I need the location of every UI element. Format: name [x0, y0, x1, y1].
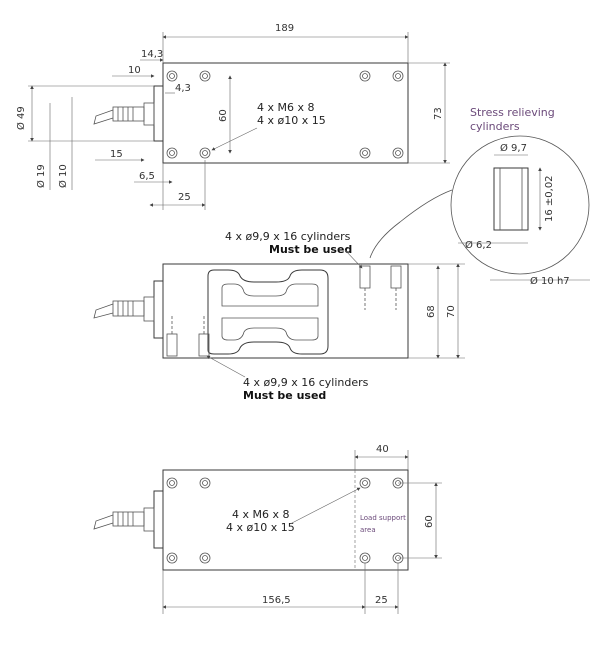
detail-dia6-2: Ø 6,2	[465, 239, 492, 251]
detail-circle	[450, 135, 590, 275]
dim-15: 15	[110, 149, 123, 160]
dim-dia10: Ø 10	[57, 164, 69, 188]
dim-length: 189	[275, 23, 294, 34]
top-view: 189 14,3 10 4,3 Ø 49 Ø 19 Ø 10 15 6,5 25…	[15, 23, 450, 210]
top-view-gland-flange	[153, 85, 164, 142]
side-view-cable	[93, 303, 114, 319]
bottom-view-cable	[93, 514, 114, 530]
bottom-view: Load support area 4 x M6 x 8 4 x ø10 x 1…	[93, 444, 442, 614]
dim-dia19: Ø 19	[35, 164, 47, 188]
load-support-line2: area	[360, 526, 376, 534]
bottom-view-gland-nut	[112, 511, 145, 527]
side-view-note-top-line2: Must be used	[269, 243, 352, 256]
dim-40: 40	[376, 444, 389, 455]
bottom-view-note-line2: 4 x ø10 x 15	[226, 521, 295, 534]
top-view-cable	[93, 109, 114, 125]
detail-cylinder	[493, 167, 529, 231]
load-support-line1: Load support	[360, 514, 406, 522]
dim-10: 10	[128, 65, 141, 76]
dim-25: 25	[178, 192, 191, 203]
top-view-note-line1: 4 x M6 x 8	[257, 101, 315, 114]
bottom-view-note-line1: 4 x M6 x 8	[232, 508, 290, 521]
side-view-note-top-line1: 4 x ø9,9 x 16 cylinders	[225, 230, 351, 243]
dim-25-bottom: 25	[375, 595, 388, 606]
top-view-holes	[166, 70, 404, 159]
detail-h16: 16 ±0,02	[544, 175, 555, 222]
side-view-note-bottom-line2: Must be used	[243, 389, 326, 402]
dim-60-bottom: 60	[424, 515, 435, 528]
dim-156-5: 156,5	[262, 595, 291, 606]
dim-dia49: Ø 49	[15, 106, 27, 130]
dim-60: 60	[218, 109, 229, 122]
top-view-note-line2: 4 x ø10 x 15	[257, 114, 326, 127]
detail-dia9-7: Ø 9,7	[500, 142, 527, 154]
dim-68: 68	[426, 305, 437, 318]
side-view-cylinder-3	[166, 333, 178, 357]
dim-6-5: 6,5	[139, 171, 155, 182]
side-view-gland-flange	[153, 280, 164, 339]
detail-title-line2: cylinders	[470, 120, 520, 133]
bottom-view-gland-flange	[153, 490, 164, 549]
detail-view: Stress relieving cylinders Ø 9,7 16 ±0,0…	[369, 106, 590, 287]
dim-14-3: 14,3	[141, 49, 163, 60]
dim-70: 70	[446, 305, 457, 318]
side-view-cylinder-1	[359, 265, 371, 289]
top-view-gland-nut	[112, 106, 145, 122]
side-view-gland-nut	[112, 300, 145, 317]
side-view-cylinder-2	[390, 265, 402, 289]
dim-4-3: 4,3	[175, 83, 191, 94]
bottom-view-gland-body	[143, 507, 155, 532]
side-view-gland-body	[143, 296, 155, 322]
side-view-note-bottom-line1: 4 x ø9,9 x 16 cylinders	[243, 376, 369, 389]
detail-title-line1: Stress relieving	[470, 106, 555, 119]
top-view-gland-body	[143, 102, 155, 126]
side-view: 4 x ø9,9 x 16 cylinders Must be used 4 x…	[93, 230, 465, 402]
detail-dia10h7: Ø 10 h7	[530, 275, 570, 287]
dim-73: 73	[433, 107, 444, 120]
side-view-flexure	[207, 269, 329, 355]
